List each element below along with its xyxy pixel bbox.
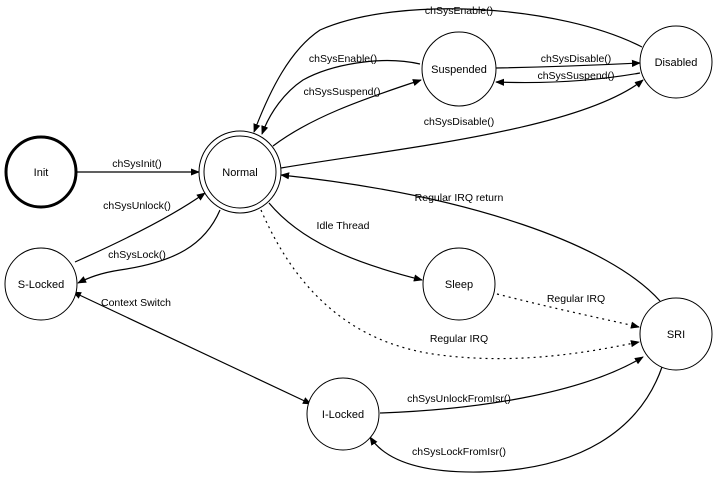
edge-disabled-suspended [495, 72, 641, 86]
edge-label-sleep-sri: Regular IRQ [547, 293, 605, 305]
state-label-sri: SRI [667, 329, 685, 341]
edge-label-disabled-normal: chSysEnable() [425, 5, 493, 17]
state-label-i-locked: I-Locked [322, 409, 364, 421]
state-i-locked: I-Locked [306, 377, 380, 451]
state-suspended: Suspended [421, 31, 497, 107]
state-label-disabled: Disabled [655, 57, 698, 69]
edge-label-sri-ilocked: chSysLockFromIsr() [412, 446, 506, 458]
edge-sri-normal [280, 172, 661, 302]
edge-normal-disabled [280, 79, 644, 169]
state-label-suspended: Suspended [431, 64, 487, 76]
edge-label-context-switch: Context Switch [101, 297, 171, 309]
edge-label-normal-disabled: chSysDisable() [424, 116, 495, 128]
state-normal: Normal [198, 130, 282, 214]
edge-label-normal-sri: Regular IRQ [430, 333, 488, 345]
edge-normal-suspended [272, 79, 422, 147]
edge-context-switch [72, 291, 312, 405]
edge-label-ilocked-sri: chSysUnlockFromIsr() [407, 393, 511, 405]
state-sleep: Sleep [422, 247, 496, 321]
edge-suspended-disabled [495, 59, 641, 69]
edge-label-slocked-normal: chSysUnlock() [103, 200, 171, 212]
state-label-sleep: Sleep [445, 279, 473, 291]
state-label-s-locked: S-Locked [18, 279, 64, 291]
state-label-normal: Normal [222, 167, 257, 179]
state-disabled: Disabled [639, 25, 713, 99]
state-init: Init [4, 135, 78, 209]
edge-label-suspended-normal: chSysEnable() [309, 53, 377, 65]
edge-disabled-normal [253, 8, 643, 133]
edge-sri-ilocked [369, 366, 663, 473]
edge-label-sri-normal: Regular IRQ return [415, 192, 504, 204]
edge-slocked-normal [74, 192, 206, 263]
state-label-init: Init [34, 167, 49, 179]
edge-normal-slocked [77, 209, 221, 284]
edge-label-normal-sleep: Idle Thread [317, 220, 370, 232]
edge-label-init-normal: chSysInit() [112, 158, 162, 170]
edge-suspended-normal [261, 59, 421, 135]
edge-normal-sleep [268, 202, 423, 282]
state-s-locked: S-Locked [4, 247, 78, 321]
edge-label-normal-slocked: chSysLock() [108, 249, 166, 261]
edge-label-suspended-disabled: chSysDisable() [541, 53, 612, 65]
edge-label-disabled-suspended: chSysSuspend() [537, 70, 614, 82]
edge-label-normal-suspended: chSysSuspend() [303, 86, 380, 98]
edge-ilocked-sri [379, 356, 644, 414]
state-sri: SRI [639, 297, 713, 371]
